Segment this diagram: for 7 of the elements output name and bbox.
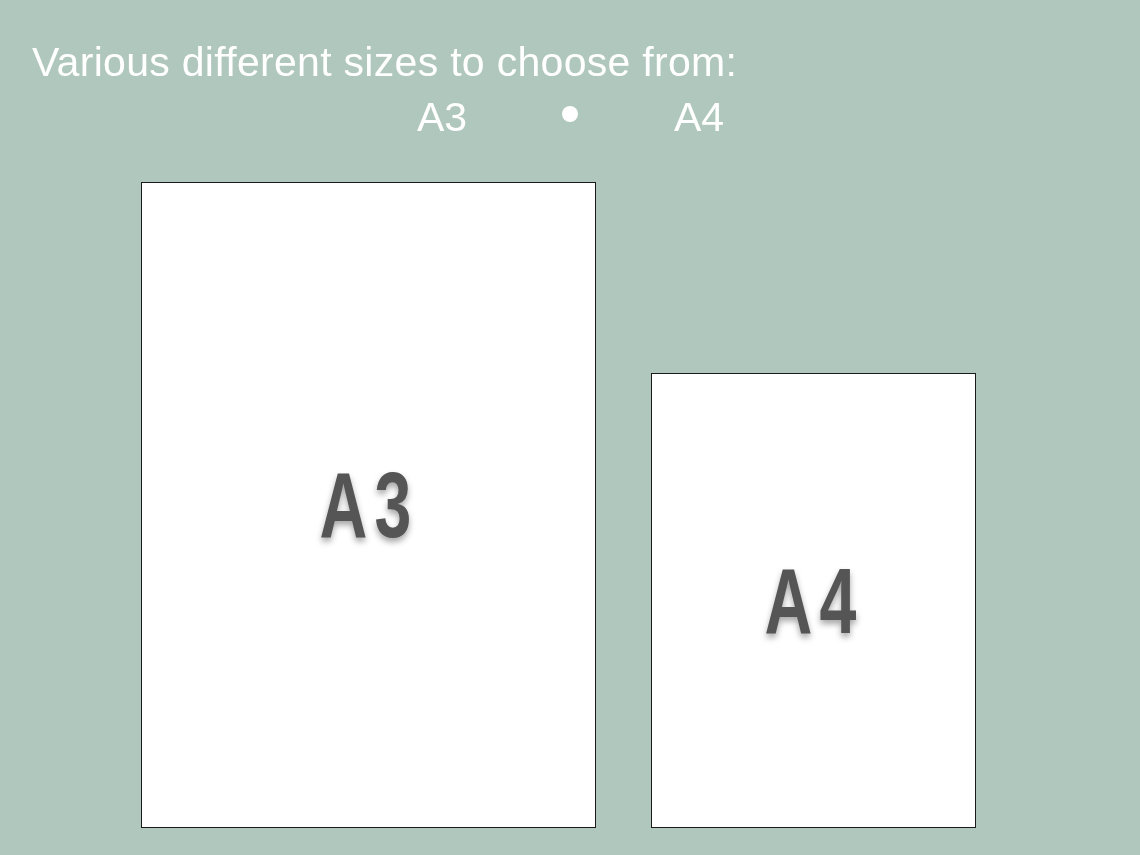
paper-sheet [651,373,976,828]
size-label: A4 [763,554,864,647]
heading: Various different sizes to choose from: [32,38,738,86]
size-option-label: A3 [417,93,468,141]
size-option-label: A4 [674,93,725,141]
size-label: A3 [318,459,419,551]
paper-sheet [141,182,596,828]
